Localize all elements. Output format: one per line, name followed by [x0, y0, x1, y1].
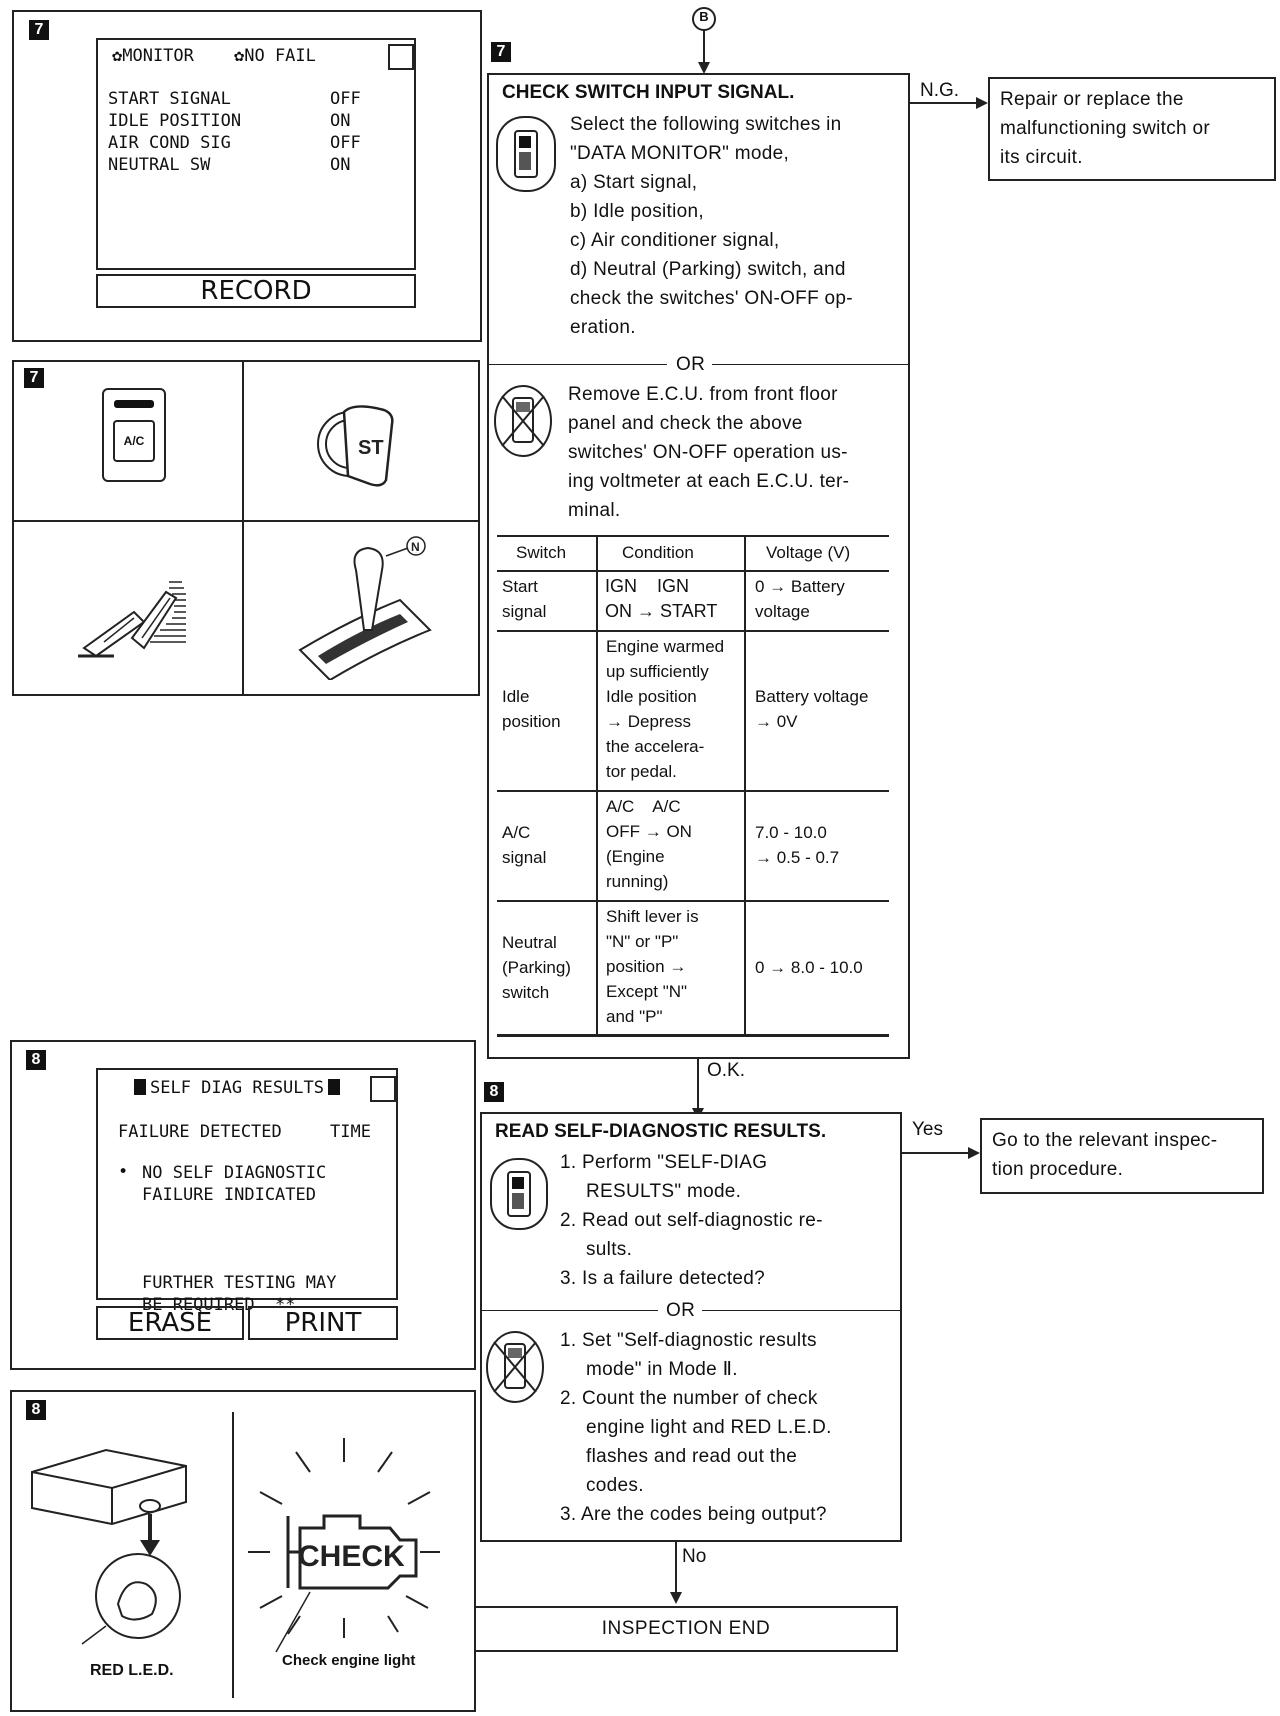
step-8-instructions: 1. Perform "SELF-DIAG RESULTS" mode. 2. …: [560, 1152, 823, 1289]
check-engine-label: Check engine light: [282, 1652, 416, 1669]
no-arrow: [670, 1542, 682, 1604]
step-7-tag-2: 7: [24, 368, 44, 388]
tester-icon: [496, 116, 556, 192]
or-divider-right-2: [702, 1310, 902, 1311]
step-7-flow-tag: 7: [491, 42, 511, 62]
ng-action-line: Repair or replace the: [1000, 89, 1184, 110]
ecu-illustration: [31, 1448, 187, 1645]
n-label: N: [411, 540, 420, 554]
step-8-alt-instructions: 1. Set "Self-diagnostic results mode" in…: [560, 1330, 832, 1525]
step-7-tag: 7: [29, 20, 49, 40]
ng-arrow: [910, 97, 988, 109]
ac-switch-label: A/C: [113, 420, 155, 462]
ignition-key-illustration: ST: [317, 405, 394, 487]
print-button[interactable]: PRINT: [248, 1306, 398, 1340]
no-tester-icon: [494, 385, 552, 457]
shift-lever-illustration: N: [298, 536, 432, 680]
step-7-instructions: Select the following switches in "DATA M…: [570, 114, 853, 338]
step-8-box: [480, 1112, 902, 1542]
monitor-header-left: ✿MONITOR: [112, 46, 194, 66]
yes-action-line: Go to the relevant inspec-: [992, 1130, 1218, 1151]
or-label: OR: [676, 354, 706, 375]
ok-label: O.K.: [707, 1060, 746, 1081]
diag-bullet: •: [118, 1162, 129, 1182]
st-label: ST: [358, 437, 384, 459]
diag-corner-box: [370, 1076, 396, 1102]
diag-col-failure: FAILURE DETECTED: [118, 1122, 282, 1142]
step-7-heading: CHECK SWITCH INPUT SIGNAL.: [502, 82, 795, 103]
table-header-switch: Switch: [516, 543, 567, 562]
or-divider-left: [487, 364, 667, 365]
or-divider-left-2: [480, 1310, 658, 1311]
illustration-divider-h: [14, 520, 478, 522]
illustration-divider-v: [242, 362, 244, 694]
monitor-header-right: ✿NO FAIL: [234, 46, 316, 66]
diag-panel: 8 SELF DIAG RESULTS FAILURE DETECTED TIM…: [10, 1040, 476, 1370]
diag-header: SELF DIAG RESULTS: [134, 1078, 340, 1098]
step-7-box: [487, 73, 910, 1059]
check-text: CHECK: [298, 1540, 405, 1573]
ng-action-box: Repair or replace the malfunctioning swi…: [988, 77, 1276, 181]
yes-action-line: tion procedure.: [992, 1159, 1124, 1180]
table-row: Shift lever is"N" or "P" position →Excep…: [606, 907, 699, 1026]
led-panel: 8 RED L.E.D. CHECK Che: [10, 1390, 476, 1712]
connector-b-label: B: [699, 9, 709, 24]
connector-b: [692, 7, 716, 74]
ac-switch-illustration: A/C: [102, 388, 166, 482]
record-button[interactable]: RECORD: [96, 274, 416, 308]
tester-icon-2: [490, 1158, 548, 1230]
yes-arrow: [902, 1147, 980, 1159]
step-8-tag-2: 8: [26, 1400, 46, 1420]
table-header-voltage: Voltage (V): [766, 543, 851, 562]
table-row: Battery voltage→ 0V: [755, 687, 869, 731]
ng-label: N.G.: [920, 80, 960, 101]
no-label: No: [682, 1546, 707, 1567]
yes-action-box: Go to the relevant inspec- tion procedur…: [980, 1118, 1264, 1194]
inspection-end-label: INSPECTION END: [601, 1618, 771, 1639]
step-8-flow-tag: 8: [484, 1082, 504, 1102]
step-8-heading: READ SELF-DIAGNOSTIC RESULTS.: [495, 1121, 827, 1142]
check-engine-illustration: CHECK: [248, 1438, 440, 1653]
led-panel-divider: [232, 1412, 234, 1698]
or-label-2: OR: [666, 1300, 696, 1321]
diag-screen: SELF DIAG RESULTS FAILURE DETECTED TIME …: [96, 1068, 398, 1315]
switch-illustrations-panel: 7 A/C ST N: [12, 360, 480, 696]
ng-action-line: malfunctioning switch or: [1000, 118, 1210, 139]
table-row: 0 → 8.0 - 10.0: [755, 958, 863, 977]
or-divider-right: [712, 364, 910, 365]
diag-col-time: TIME: [330, 1122, 371, 1142]
red-led-label: RED L.E.D.: [90, 1662, 174, 1679]
table-row: Neutral(Parking)switch: [502, 933, 571, 1002]
table-row: 7.0 - 10.0→ 0.5 - 0.7: [755, 823, 840, 867]
inspection-end-box: INSPECTION END: [474, 1606, 898, 1652]
step-7-alt-instructions: Remove E.C.U. from front floor panel and…: [568, 384, 850, 521]
monitor-corner-box: [388, 44, 414, 70]
step-8-tag: 8: [26, 1050, 46, 1070]
erase-button[interactable]: ERASE: [96, 1306, 244, 1340]
table-header-condition: Condition: [622, 543, 694, 562]
yes-label: Yes: [912, 1119, 943, 1140]
no-tester-icon-2: [486, 1331, 544, 1403]
ng-action-line: its circuit.: [1000, 147, 1083, 168]
pedals-illustration: [78, 581, 186, 658]
